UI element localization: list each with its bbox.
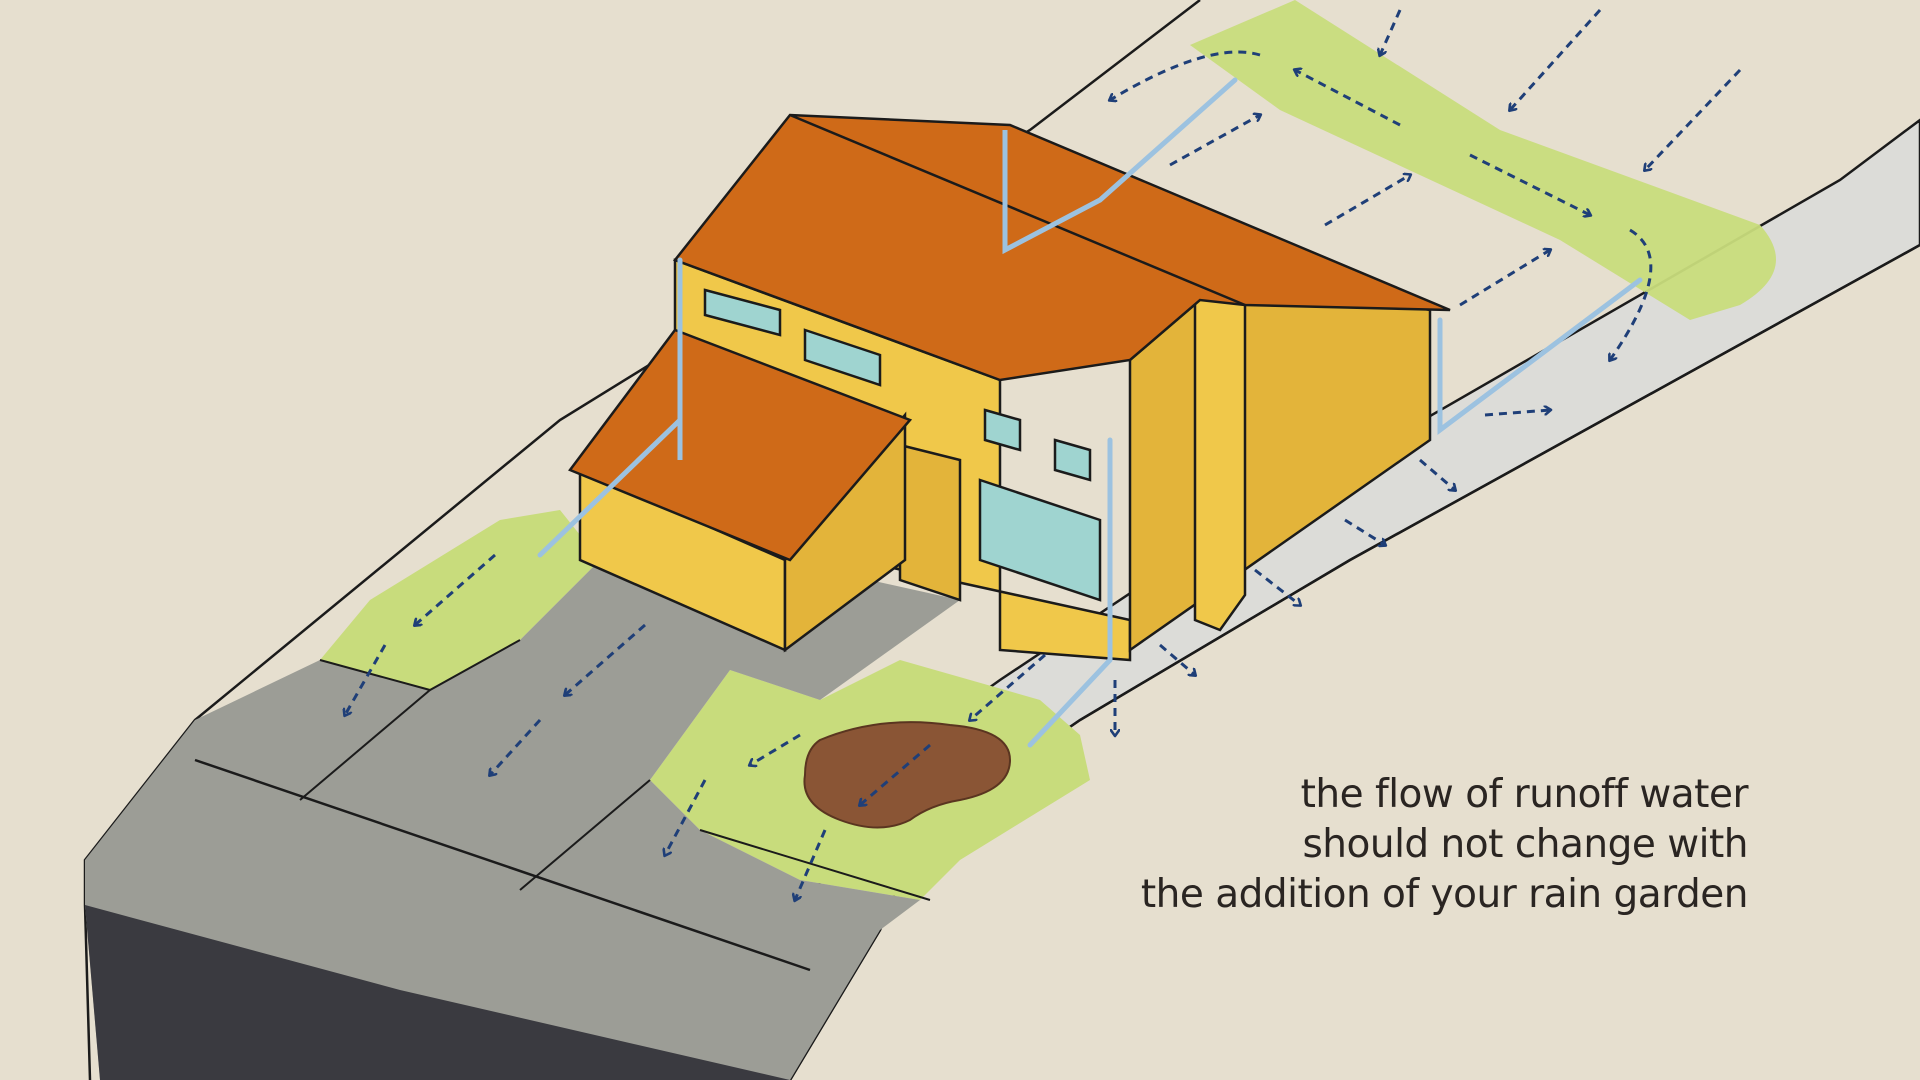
porch <box>900 445 960 600</box>
caption-line-1: the flow of runoff water <box>848 770 1748 820</box>
caption: the flow of runoff water should not chan… <box>848 770 1748 920</box>
caption-line-2: should not change with <box>848 820 1748 870</box>
chimney <box>1195 280 1245 630</box>
caption-line-3: the addition of your rain garden <box>848 870 1748 920</box>
